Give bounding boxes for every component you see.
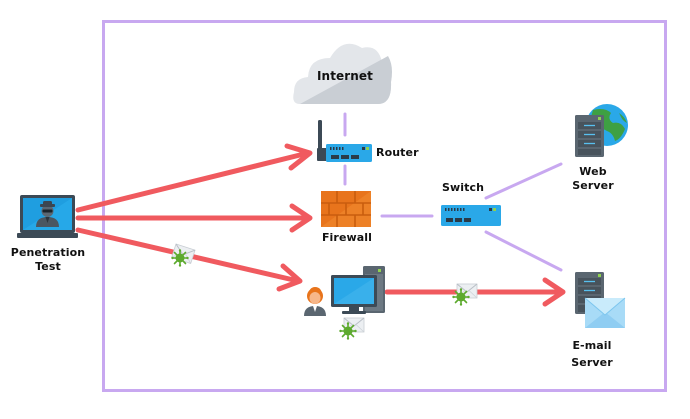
node-label-email-server: E-mail Server [552, 337, 632, 371]
link-switch-webserver [484, 162, 563, 200]
email-server-icon [575, 272, 626, 328]
attack-arrow-firewall [75, 203, 313, 233]
firewall-icon [321, 191, 371, 227]
label-line: Server [571, 356, 613, 369]
cloud-icon [293, 43, 392, 104]
node-label-router: Router [376, 146, 419, 159]
user-workstation-icon [304, 266, 385, 316]
web-server-icon [575, 104, 628, 157]
node-label-internet: Internet [316, 69, 374, 83]
switch-icon [441, 205, 501, 226]
network-links [343, 112, 563, 272]
label-line: E-mail [572, 339, 612, 352]
node-label-attacker: Penetration Test [8, 246, 88, 274]
label-line: Web [579, 165, 607, 178]
attack-arrow-router [75, 143, 313, 213]
hacker-laptop-icon [17, 195, 78, 238]
label-line: Test [35, 260, 61, 273]
node-label-switch: Switch [441, 181, 485, 194]
router-icon [317, 120, 372, 162]
node-label-web-server: Web Server [553, 165, 633, 193]
label-line: Server [572, 179, 614, 192]
link-switch-emailserver [484, 230, 563, 272]
label-line: Penetration [10, 246, 86, 259]
node-label-firewall: Firewall [321, 231, 373, 244]
